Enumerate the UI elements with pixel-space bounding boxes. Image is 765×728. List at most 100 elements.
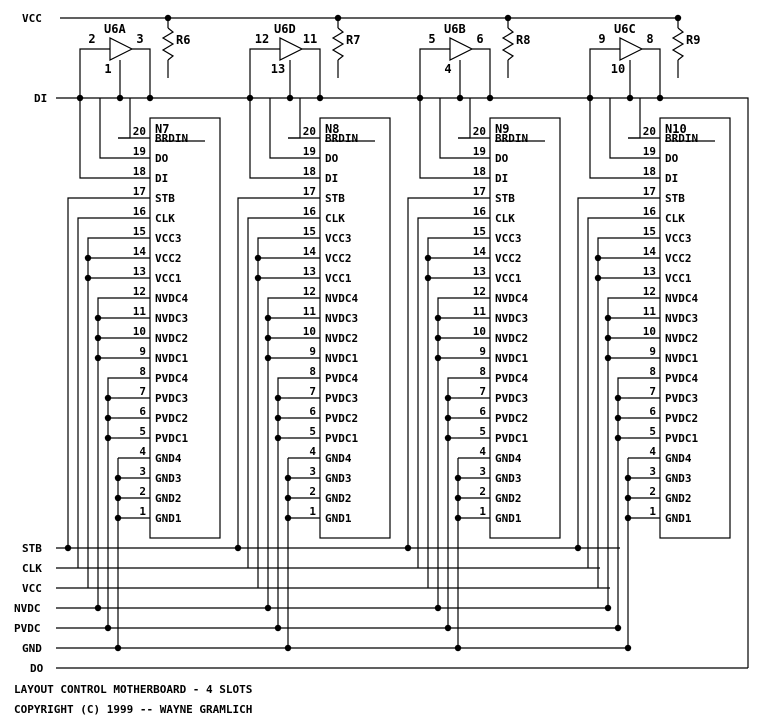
junction-dot: [586, 94, 594, 102]
pin-number: 2: [649, 485, 656, 498]
title-line-1: LAYOUT CONTROL MOTHERBOARD - 4 SLOTS: [14, 683, 252, 696]
clk-wire: [587, 217, 628, 568]
junction-dot: [274, 394, 282, 402]
buffer-pin-out: 6: [476, 32, 483, 46]
pin-name: GND2: [155, 492, 182, 505]
pin-number: 5: [649, 425, 656, 438]
do-to-pin19-wire: [269, 98, 288, 159]
buffer-triangle: [449, 37, 474, 61]
pin-number: 17: [473, 185, 486, 198]
slot-n7: N720BRDIN19DO18DI17STB16CLK15VCC314VCC21…: [64, 14, 221, 652]
pin-name: PVDC1: [325, 432, 358, 445]
junction-dot: [84, 254, 92, 262]
junction-dot: [264, 334, 272, 342]
pin-name: VCC3: [665, 232, 692, 245]
junction-dot: [454, 474, 462, 482]
junction-dot: [444, 624, 452, 632]
pin-name: DO: [155, 152, 169, 165]
pin-number: 3: [309, 465, 316, 478]
pvdc-wire: [617, 377, 628, 628]
buffer-pin-in: 5: [428, 32, 435, 46]
buffer-pin-out: 3: [136, 32, 143, 46]
rail-label-do: DO: [30, 662, 44, 675]
pin-name: VCC3: [325, 232, 352, 245]
pin-number: 12: [303, 285, 316, 298]
slots: N720BRDIN19DO18DI17STB16CLK15VCC314VCC21…: [64, 14, 731, 652]
junction-dot: [116, 94, 124, 102]
pin-number: 3: [649, 465, 656, 478]
buffer-pin-in: 9: [598, 32, 605, 46]
buffer-pin-enable: 10: [611, 62, 625, 76]
pin-name: STB: [325, 192, 345, 205]
pin-name: NVDC2: [155, 332, 188, 345]
pin-name: GND2: [495, 492, 522, 505]
junction-dot: [94, 604, 102, 612]
connector-body: [489, 117, 561, 539]
pin-number: 5: [479, 425, 486, 438]
bus-rails: [56, 17, 749, 669]
buffer-triangle: [619, 37, 644, 61]
pin-number: 2: [479, 485, 486, 498]
pin-name: VCC3: [155, 232, 182, 245]
junction-dot: [454, 514, 462, 522]
stb-wire: [67, 197, 118, 548]
pin-number: 19: [473, 145, 486, 158]
buffer-label: U6A: [104, 22, 126, 36]
junction-dot: [264, 604, 272, 612]
slot-n9: N920BRDIN19DO18DI17STB16CLK15VCC314VCC21…: [404, 14, 561, 652]
junction-dot: [104, 434, 112, 442]
resistor-label: R8: [516, 33, 530, 47]
pin-number: 19: [133, 145, 146, 158]
pin-number: 8: [479, 365, 486, 378]
junction-dot: [656, 94, 664, 102]
pin-name: CLK: [495, 212, 515, 225]
pin-name: NVDC3: [495, 312, 528, 325]
do-to-pin19-wire: [609, 98, 628, 159]
pin-number: 18: [643, 165, 656, 178]
connector-name: N9: [495, 122, 509, 136]
pin-number: 1: [649, 505, 656, 518]
junction-dot: [114, 514, 122, 522]
pin-number: 6: [139, 405, 146, 418]
junction-dot: [604, 354, 612, 362]
junction-dot: [284, 474, 292, 482]
buffer-label: U6C: [614, 22, 636, 36]
nvdc-wire: [437, 297, 458, 608]
pin-number: 6: [309, 405, 316, 418]
pin-name: PVDC1: [495, 432, 528, 445]
junction-dot: [434, 334, 442, 342]
junction-dot: [456, 94, 464, 102]
stb-wire: [237, 197, 288, 548]
pin-name: NVDC4: [665, 292, 698, 305]
pin-number: 18: [133, 165, 146, 178]
pvdc-wire: [447, 377, 458, 628]
pin-name: NVDC1: [155, 352, 188, 365]
junction-dot: [254, 274, 262, 282]
pin-name: GND1: [325, 512, 352, 525]
pin-number: 10: [473, 325, 486, 338]
pin-number: 6: [649, 405, 656, 418]
resistor-zigzag: [501, 27, 515, 61]
junction-dot: [284, 494, 292, 502]
connector-body: [319, 117, 391, 539]
do-return-wire: [660, 97, 749, 668]
junction-dot: [104, 414, 112, 422]
pin-number: 8: [649, 365, 656, 378]
junction-dot: [84, 274, 92, 282]
pvdc-wire: [277, 377, 288, 628]
junction-dot: [486, 94, 494, 102]
pin-number: 12: [473, 285, 486, 298]
pin-number: 3: [139, 465, 146, 478]
pin-number: 9: [479, 345, 486, 358]
junction-dot: [416, 94, 424, 102]
pin-number: 18: [473, 165, 486, 178]
buffer-triangle: [279, 37, 304, 61]
pin-name: DI: [155, 172, 168, 185]
di-to-pin18-wire: [589, 48, 628, 179]
pin-name: GND1: [665, 512, 692, 525]
pin-number: 10: [643, 325, 656, 338]
pin-number: 16: [473, 205, 487, 218]
pin-name: STB: [665, 192, 685, 205]
di-to-pin18-wire: [419, 48, 458, 179]
